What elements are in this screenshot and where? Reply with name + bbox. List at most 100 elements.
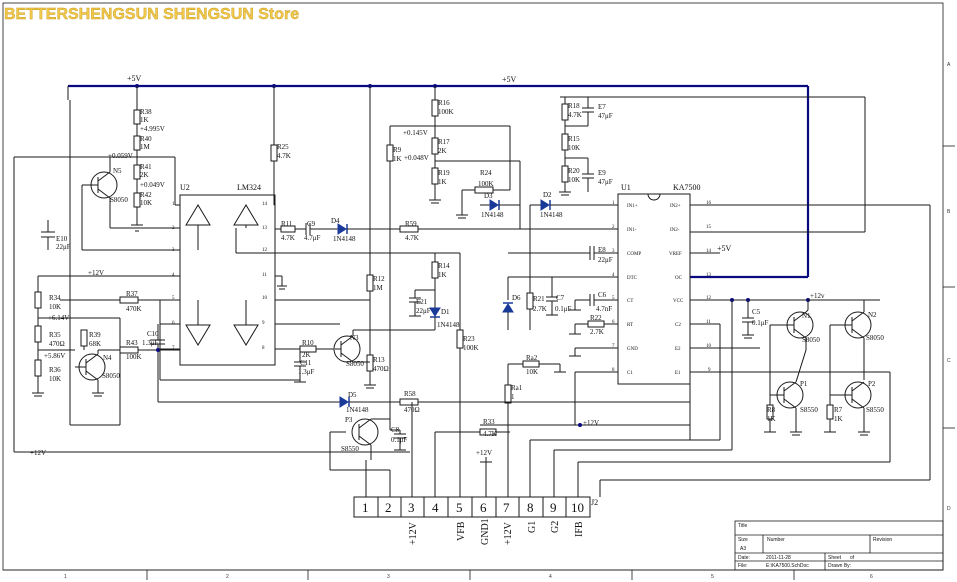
svg-text:CT: CT [627,299,633,304]
label-ra1: Ra1 [511,384,523,392]
tb-size: A3 [740,546,746,552]
store-watermark: BETTERSHENGSUN SHENGSUN Store [4,6,299,23]
svg-text:1: 1 [612,201,615,206]
reference-divider [559,97,594,196]
voltage-v7: +5.86V [44,352,65,360]
label-c5: C5 [752,308,761,316]
value-r12: 1M [373,284,384,292]
value-r21: 2.7K [533,305,547,313]
u1-pin-names-left: IN1+ IN1- COMP DTC CT RT GND C1 1 2 3 4 … [612,201,641,376]
label-r59: R59 [405,220,417,228]
value-c11: 1.3μF [298,368,315,376]
label-e9: E9 [598,169,606,177]
tb-sheet-label: Sheet [828,555,842,561]
value-e7: 47μF [598,112,613,120]
label-ka7500: KA7500 [673,183,701,192]
value-r58: 470Ω [404,406,420,414]
power-rail-5v [67,84,866,279]
capacitor-e10 [41,220,55,250]
label-r39: R39 [89,331,101,339]
value-ra2: 10K [526,368,538,376]
label-r38: R38 [140,108,152,116]
svg-text:10: 10 [262,296,268,301]
label-r9: R9 [393,146,402,154]
label-n4: N4 [103,354,112,362]
tb-title: Title [738,523,747,529]
signal-vfb: VFB [456,521,467,541]
value-r10: 2K [302,351,311,359]
label-r43: R43 [126,339,138,347]
timing-network [480,276,690,497]
rail-label-5v-mid: +5V [502,75,517,84]
value-r36: 10K [49,375,61,383]
value-r39: 68K [89,340,101,348]
label-r7: R7 [834,406,843,414]
tb-date-label: Date: [738,555,750,561]
label-r36: R36 [49,366,61,374]
svg-text:13: 13 [262,226,268,231]
value-r23: 100K [463,344,479,352]
value-r22: 2.7K [590,328,604,336]
value-r7: 1K [834,415,843,423]
svg-text:13: 13 [706,273,712,278]
svg-text:IN1+: IN1+ [627,204,638,209]
ic-u1-ka7500 [617,193,691,385]
rail-label-12v-right: +12v [810,292,825,300]
rail-label-12v-mid: +12V [583,419,599,427]
value-e10: 22μF [56,243,71,251]
tb-size-label: Size [738,537,748,543]
voltage-v3: +0.049V [140,181,165,189]
svg-text:OC: OC [675,276,683,281]
label-r23: R23 [463,335,475,343]
label-c6: C6 [598,291,607,299]
svg-text:B: B [947,209,951,215]
voltage-v5: +0.048V [404,154,429,162]
value-r20: 10K [568,176,580,184]
value-n2: S8050 [866,334,884,342]
label-r20: R20 [568,167,580,175]
label-r8: R8 [767,406,776,414]
u1-pin-names-right: IN2+ IN2- VREF OC VCC C2 E2 E1 16 15 14 … [669,201,712,376]
value-n4: S8050 [102,372,120,380]
value-e9: 47μF [598,178,613,186]
value-r13: 470Ω [373,365,389,373]
label-r22: R22 [590,314,602,322]
label-ra2: Ra2 [526,354,538,362]
signal-g1: G1 [527,521,538,533]
rail-label-12v-left-mid: +12V [88,269,104,277]
svg-text:14: 14 [706,249,712,254]
value-r19: 1K [438,178,447,186]
j2-pin-7: 7 [503,500,510,515]
value-r38: 1K [140,116,149,124]
value-r25: 4.7K [277,152,291,160]
svg-text:A: A [947,62,951,68]
svg-text:11: 11 [262,273,267,278]
drawing-frame [2,2,944,571]
svg-text:1: 1 [64,574,67,580]
label-d6: D6 [512,294,521,302]
svg-text:VREF: VREF [669,252,682,257]
value-c9: 4.7μF [304,234,321,242]
svg-text:8: 8 [262,346,265,351]
voltage-v6: +6.14V [48,314,69,322]
tb-drawn-label: Drawn By: [828,563,851,569]
j2-pin-5: 5 [456,500,463,515]
svg-text:3: 3 [387,574,390,580]
label-j2: J2 [591,498,598,507]
voltage-v4: +0.145V [403,129,428,137]
feedback-loops [159,205,931,497]
value-d4: 1N4148 [333,235,356,243]
label-d2: D2 [543,191,552,199]
lower-drive-network [158,340,690,497]
tb-sheet-of: of [850,555,855,561]
value-r9: 1K [393,155,402,163]
label-d5: D5 [348,391,357,399]
svg-text:5: 5 [172,296,175,301]
label-r16: R16 [438,99,450,107]
label-r15: R15 [568,135,580,143]
svg-text:DTC: DTC [627,276,638,281]
center-lower-network [294,253,464,497]
value-d2: 1N4148 [540,211,563,219]
value-r34: 10K [49,303,61,311]
label-r17: R17 [438,138,450,146]
